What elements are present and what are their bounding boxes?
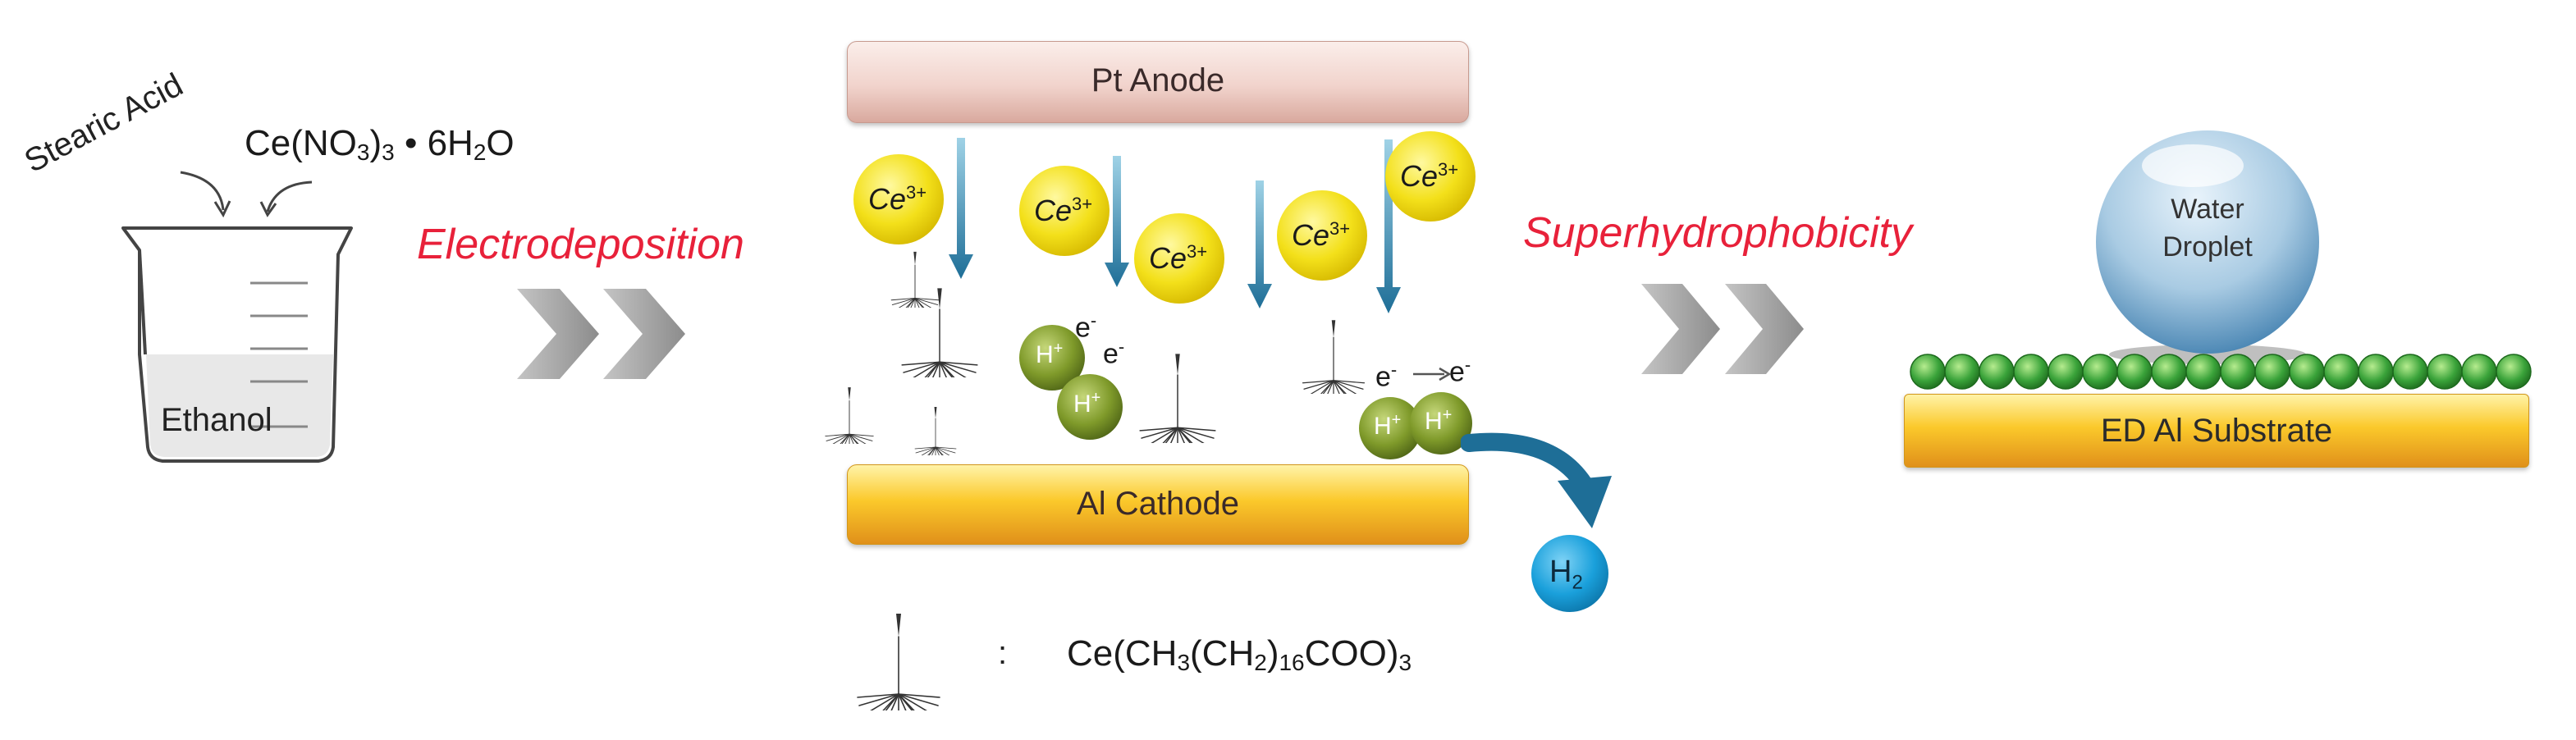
electron: e- — [1103, 336, 1125, 370]
electron: e- — [1075, 310, 1097, 344]
nanoparticle-bead — [2185, 354, 2221, 390]
nanoparticle-bead — [2048, 354, 2084, 390]
down-arrow-icon — [1247, 180, 1272, 308]
stearate-molecule-icon — [1139, 353, 1216, 443]
chevron-arrows-1-icon — [517, 289, 685, 379]
legend: : Ce(CH3(CH2)16COO)3 — [837, 599, 1576, 714]
cerium-ion: Ce3+ — [853, 154, 944, 244]
down-arrow-icon — [1105, 156, 1129, 287]
hydrogen-ion: H+ — [1359, 397, 1421, 459]
cerium-ion: Ce3+ — [1019, 166, 1110, 256]
stearate-molecule-icon — [890, 251, 940, 308]
ed-al-substrate: ED Al Substrate — [1904, 394, 2529, 468]
stearic-acid-arrow-icon — [180, 171, 225, 211]
legend-molecule-icon — [857, 613, 940, 710]
nanoparticle-bead — [2013, 354, 2049, 390]
nanoparticle-bead — [1944, 354, 1980, 390]
superhydrophobic-surface: Water Droplet ED Al Substrate — [1887, 123, 2544, 492]
stearate-molecule-icon — [825, 386, 874, 444]
anode-label: Pt Anode — [1091, 62, 1225, 98]
beaker-drawing — [121, 171, 353, 463]
droplet-label: Water Droplet — [2162, 194, 2253, 263]
stearate-molecule-icon — [1302, 319, 1366, 394]
nanoparticle-bead — [2358, 354, 2394, 390]
nanoparticle-bead — [2496, 354, 2532, 390]
cerium-nitrate-formula: Ce(NO3)3 • 6H2O — [245, 123, 515, 165]
electrolysis-cell: Pt Anode Al Cathode Ce3+ Ce3+ Ce3+ — [804, 0, 1641, 740]
superhydrophobicity-label: Superhydrophobicity — [1523, 209, 1913, 257]
al-cathode: Al Cathode — [847, 464, 1469, 545]
nanoparticle-bead — [2151, 354, 2187, 390]
salt-arrow-icon — [266, 180, 313, 212]
cerium-ion: Ce3+ — [1134, 213, 1224, 304]
stearate-molecule-icon — [914, 406, 957, 455]
hydrogen-ion: H+ — [1410, 392, 1472, 455]
h2-evolution-arrow-icon — [1461, 432, 1612, 528]
electron: e- — [1375, 359, 1398, 393]
nanoparticle-bead — [2254, 354, 2290, 390]
electron: e- — [1449, 354, 1471, 388]
nanoparticle-bead — [2427, 354, 2463, 390]
hydrogen-ion: H+ — [1057, 374, 1123, 440]
electrodeposition-label: Electrodeposition — [417, 221, 744, 268]
legend-formula: Ce(CH3(CH2)16COO)3 — [1067, 633, 1412, 675]
cerium-ion: Ce3+ — [1385, 131, 1476, 222]
down-arrow-icon — [1376, 139, 1401, 313]
cathode-label: Al Cathode — [1077, 486, 1239, 522]
cell-drawing — [825, 138, 1401, 455]
nanoparticle-bead — [1979, 354, 2015, 390]
hydrogen-ion: H+ — [1019, 325, 1085, 391]
nanoparticle-bead — [2323, 354, 2359, 390]
hydrogen-gas-bubble: H2 — [1531, 535, 1608, 612]
beaker-section: Stearic Acid Ce(NO3)3 • 6H2O Ethanol — [0, 0, 515, 740]
nanoparticle-bead — [2392, 354, 2428, 390]
nanoparticle-layer — [1910, 354, 2532, 390]
electron-arrow-icon — [1413, 367, 1452, 381]
legend-separator: : — [998, 635, 1008, 671]
nanoparticle-bead — [2116, 354, 2153, 390]
nanoparticle-bead — [2461, 354, 2497, 390]
nanoparticle-bead — [2082, 354, 2118, 390]
ion-migration-arrows — [949, 138, 1401, 313]
down-arrow-icon — [949, 138, 973, 279]
ethanol-label: Ethanol — [161, 402, 272, 438]
cerium-ion: Ce3+ — [1277, 190, 1367, 281]
pt-anode: Pt Anode — [847, 41, 1469, 123]
nanoparticle-bead — [2289, 354, 2325, 390]
nanoparticle-bead — [1910, 354, 1946, 390]
chevron-arrows-2-icon — [1641, 284, 1804, 374]
substrate-label: ED Al Substrate — [2100, 413, 2333, 449]
nanoparticle-bead — [2220, 354, 2256, 390]
beaker-icon — [121, 226, 353, 463]
